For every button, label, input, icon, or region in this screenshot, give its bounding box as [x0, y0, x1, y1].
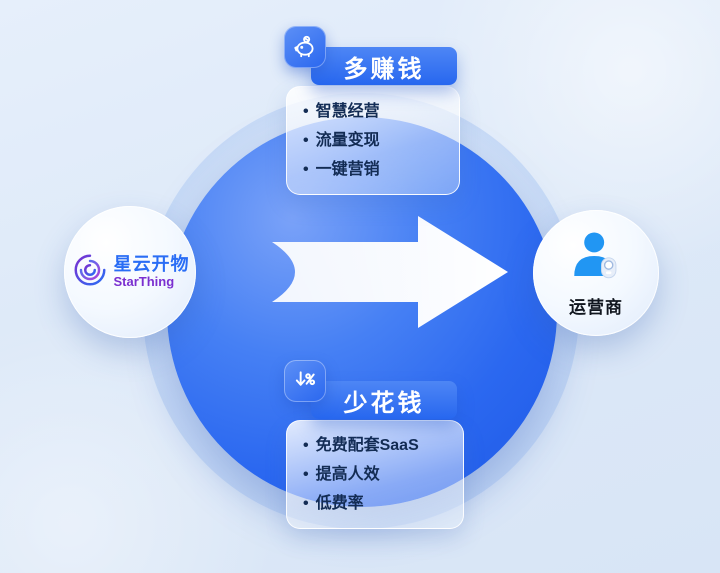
list-item: •低费率: [303, 489, 451, 518]
brand-name-cn: 星云开物: [113, 254, 190, 275]
list-item: •流量变现: [303, 126, 447, 155]
piggy-bank-icon: [284, 26, 326, 68]
brand-text: 星云开物 StarThing: [114, 254, 190, 290]
benefit-list: •智慧经营 •流量变现 •一键营销: [303, 97, 447, 184]
benefit-card-earn-more: 多赚钱 •智慧经营 •流量变现 •一键营销: [284, 26, 460, 195]
card-title-spend-less: 少花钱: [311, 381, 457, 419]
bullet: •: [303, 466, 309, 483]
discount-down-icon: [284, 360, 326, 402]
bullet: •: [303, 103, 309, 120]
brand-lockup: 星云开物 StarThing: [71, 251, 190, 294]
list-item: •免费配套SaaS: [303, 431, 451, 460]
list-item: •智慧经营: [303, 97, 447, 126]
operator-label: 运营商: [569, 298, 623, 317]
card-body-spend-less: •免费配套SaaS •提高人效 •低费率: [286, 420, 464, 529]
benefit-list: •免费配套SaaS •提高人效 •低费率: [303, 431, 451, 518]
bullet: •: [303, 437, 309, 454]
bullet: •: [303, 132, 309, 149]
card-body-earn-more: •智慧经营 •流量变现 •一键营销: [286, 86, 460, 195]
right-operator-node: 运营商: [533, 210, 659, 336]
operator-person-icon: [567, 228, 625, 289]
benefit-card-spend-less: 少花钱 •免费配套SaaS •提高人效 •低费率: [284, 360, 464, 529]
bullet: •: [303, 495, 309, 512]
bullet: •: [303, 161, 309, 178]
card-title-earn-more: 多赚钱: [311, 47, 457, 85]
list-item: •提高人效: [303, 460, 451, 489]
starthing-swirl-logo-icon: [71, 251, 109, 294]
brand-name-en: StarThing: [113, 273, 175, 289]
list-item: •一键营销: [303, 155, 447, 184]
left-brand-node: 星云开物 StarThing: [64, 206, 196, 338]
